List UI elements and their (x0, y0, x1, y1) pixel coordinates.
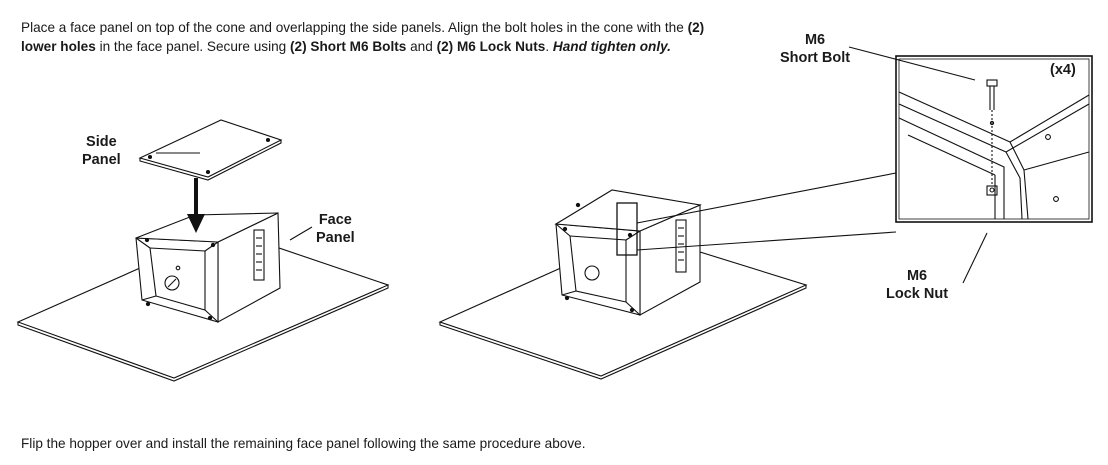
hopper-top (135, 212, 279, 243)
right-assembly (438, 172, 897, 380)
side-panel-floating (138, 119, 283, 178)
vent-slots-left (253, 229, 265, 281)
knob-right (584, 265, 600, 281)
down-arrow (187, 214, 205, 233)
zoom-source-box (616, 202, 638, 256)
bolt-head (986, 79, 998, 87)
left-assembly (16, 119, 390, 382)
vent-slots-right (675, 219, 687, 273)
instruction-text: Place a face panel on top of the cone an… (21, 20, 705, 54)
zoom-detail (848, 46, 1093, 284)
lock-nut (986, 185, 998, 196)
knob-left (164, 275, 180, 291)
lower-holes-emphasis: (2) lower holes (21, 20, 705, 54)
footer-instruction: Flip the hopper over and install the rem… (21, 436, 586, 451)
hopper-top-2 (554, 189, 702, 232)
zoom-frame (895, 55, 1093, 223)
lock-nuts-emphasis: (2) M6 Lock Nuts (436, 39, 546, 54)
short-bolts-emphasis: (2) Short M6 Bolts (290, 39, 407, 54)
hand-tighten-note: Hand tighten only. (552, 39, 671, 54)
quantity-label: (x4) (1050, 62, 1076, 78)
